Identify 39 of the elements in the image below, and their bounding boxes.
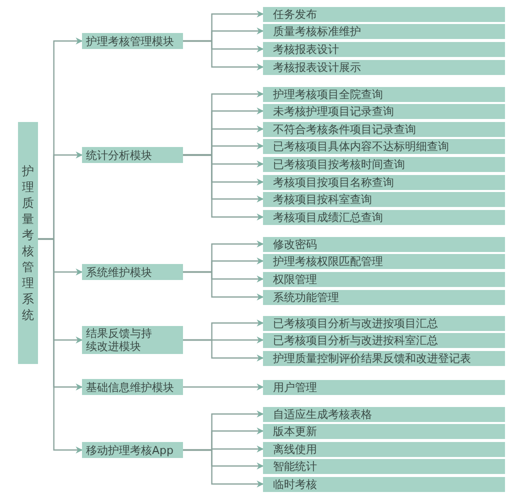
function-box: 修改密码 xyxy=(263,236,505,252)
arrow xyxy=(38,238,83,454)
module-box: 护理考核管理模块 xyxy=(82,33,183,49)
function-box: 版本更新 xyxy=(263,424,505,438)
module-box: 统计分析模块 xyxy=(82,147,183,163)
function-box: 已考核项目按考核时间查询 xyxy=(263,156,505,172)
arrow xyxy=(183,339,264,362)
function-box: 未考核护理项目记录查询 xyxy=(263,104,505,118)
function-box: 考核报表设计展示 xyxy=(263,60,505,74)
function-box: 已考核项目具体内容不达标明细查询 xyxy=(263,138,505,154)
arrow xyxy=(183,154,264,220)
function-box: 护理考核项目全院查询 xyxy=(263,86,505,102)
arrow xyxy=(183,384,264,390)
function-box: 离线使用 xyxy=(263,442,505,456)
function-box: 考核报表设计 xyxy=(263,42,505,56)
function-box: 系统功能管理 xyxy=(263,290,505,304)
function-box: 智能统计 xyxy=(263,458,505,474)
function-box: 用户管理 xyxy=(263,380,505,394)
function-box: 自适应生成考核表格 xyxy=(263,406,505,422)
module-box: 结果反馈与持续改进模块 xyxy=(82,326,183,354)
function-box: 已考核项目分析与改进按科室汇总 xyxy=(263,332,505,348)
module-box: 系统维护模块 xyxy=(82,264,183,280)
arrow xyxy=(183,449,264,488)
function-box: 考核项目按项目名称查询 xyxy=(263,174,505,190)
function-box: 临时考核 xyxy=(263,476,505,492)
function-box: 已考核项目分析与改进按项目汇总 xyxy=(263,316,505,330)
module-box: 移动护理考核App xyxy=(82,442,183,458)
arrow xyxy=(183,40,264,70)
function-box: 护理质量控制评价结果反馈和改进登记表 xyxy=(263,350,505,366)
function-box: 考核项目按科室查询 xyxy=(263,192,505,206)
function-box: 护理考核权限匹配管理 xyxy=(263,254,505,268)
arrow xyxy=(183,271,264,300)
function-box: 质量考核标准维护 xyxy=(263,24,505,38)
function-box: 任务发布 xyxy=(263,6,505,22)
function-box: 考核项目成绩汇总查询 xyxy=(263,210,505,224)
function-box: 权限管理 xyxy=(263,272,505,286)
function-box: 不符合考核条件项目记录查询 xyxy=(263,122,505,136)
system-box: 护理质量考核管理系统 xyxy=(18,122,38,364)
module-box: 基础信息维护模块 xyxy=(82,379,183,395)
